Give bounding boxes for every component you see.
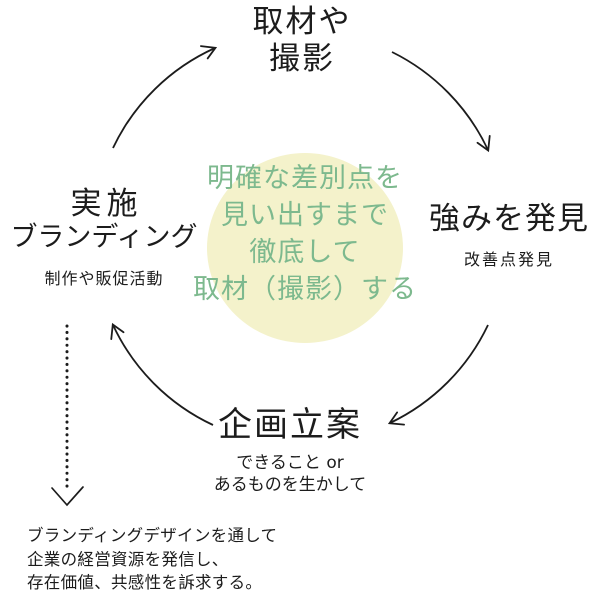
center-note-line: 見い出すまで — [221, 200, 389, 231]
down-arrowhead-icon — [51, 486, 84, 507]
outcome-line: 企業の経営資源を発信し、 — [27, 549, 229, 569]
step-title: 取材や — [252, 4, 352, 40]
step-title: 強みを発見 — [429, 201, 589, 237]
step-discover-strengths: 強みを発見 改善点発見 — [420, 201, 598, 270]
step-title: 撮影 — [269, 41, 335, 77]
curved-arrow-right-to-bottom-icon — [387, 324, 489, 426]
center-note-line: 徹底して — [249, 237, 361, 268]
step-planning: 企画立案 できること or あるものを生かして — [170, 405, 410, 496]
outcome-line: 存在価値、共感性を訴求する。 — [27, 573, 263, 592]
step-subtitle: 制作や販促活動 — [44, 269, 164, 288]
center-note-line: 取材（撮影）する — [193, 274, 417, 305]
curved-arrow-bottom-to-left-icon — [110, 322, 214, 426]
curved-arrow-top-to-right-icon — [391, 51, 491, 153]
step-title: 実施 — [70, 186, 143, 222]
curved-arrow-left-to-top-icon — [112, 45, 218, 149]
outcome-line: ブランディングデザインを通して — [27, 526, 278, 545]
step-title: 企画立案 — [218, 405, 362, 445]
step-subtitle: 改善点発見 — [463, 250, 554, 269]
step-subtitle: あるものを生かして — [213, 475, 367, 495]
step-interview-shooting: 取材や 撮影 — [180, 4, 424, 78]
step-subtitle: できること or — [236, 453, 344, 473]
center-note-line: 明確な差別点を — [207, 163, 403, 194]
step-title: ブランディング — [10, 222, 198, 253]
outcome-description: ブランディングデザインを通して 企業の経営資源を発信し、 存在価値、共感性を訴求… — [27, 524, 347, 595]
center-note: 明確な差別点を 見い出すまで 徹底して 取材（撮影）する — [180, 160, 430, 308]
step-implementation-branding: 実施 ブランディング 制作や販促活動 — [8, 186, 200, 289]
center-highlight-circle — [207, 153, 403, 343]
